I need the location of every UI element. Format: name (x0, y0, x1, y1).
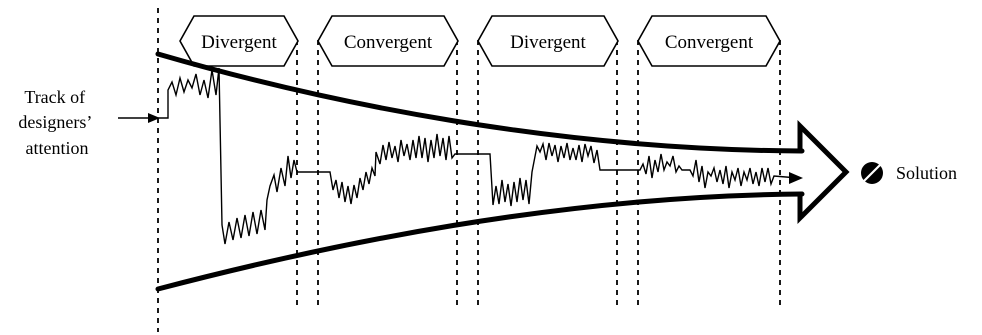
input-arrow (118, 113, 160, 123)
phase-label-divergent-1: Divergent (179, 15, 299, 67)
funnel-upper-boundary (155, 51, 805, 154)
attention-track-label: Track of designers’ attention (18, 87, 95, 158)
phase-label-text: Divergent (510, 32, 586, 53)
attention-track-line (158, 67, 799, 245)
solution-label: Solution (896, 163, 957, 183)
attention-label-line-2: designers’ (18, 112, 91, 132)
funnel-lower-boundary (155, 191, 805, 292)
solution-funnel-arrow (155, 51, 850, 292)
solution-icon (861, 162, 883, 184)
phase-label-convergent-1: Convergent (317, 15, 459, 67)
attention-label-line-1: Track of (24, 87, 85, 107)
phase-label-convergent-2: Convergent (637, 15, 781, 67)
attention-label-line-3: attention (26, 138, 89, 158)
attention-track-arrowhead (789, 172, 803, 184)
phase-label-text: Divergent (201, 32, 277, 53)
funnel-arrowhead (797, 119, 850, 225)
phase-dividers (157, 8, 781, 332)
phase-label-text: Convergent (665, 32, 754, 53)
phase-label-divergent-2: Divergent (477, 15, 619, 67)
phase-label-text: Convergent (344, 32, 433, 53)
